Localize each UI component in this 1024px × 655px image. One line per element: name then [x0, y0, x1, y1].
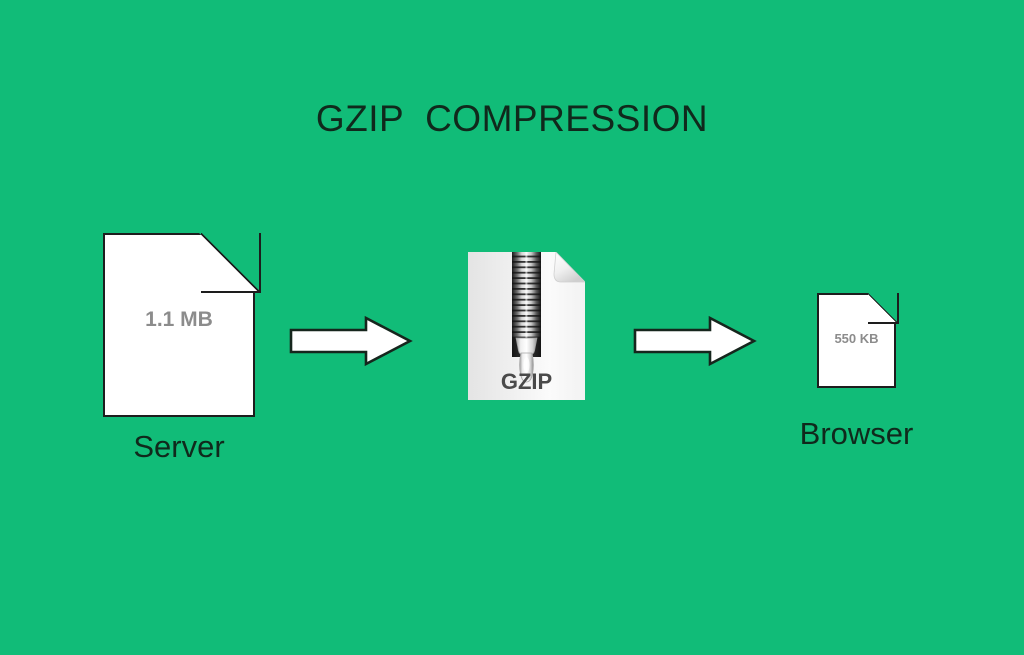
- browser-node: 550 KB Browser: [750, 292, 963, 451]
- browser-caption: Browser: [799, 416, 914, 451]
- document-icon: 550 KB: [817, 292, 899, 388]
- arrow-gzip-to-browser-icon: [632, 315, 757, 367]
- gzip-icon-label: GZIP: [501, 369, 552, 394]
- server-node: 1.1 MB Server: [73, 232, 285, 464]
- arrow-server-to-gzip-icon: [288, 315, 413, 367]
- server-caption: Server: [133, 429, 225, 464]
- zip-file-icon: GZIP: [468, 252, 585, 400]
- gzip-node: GZIP: [440, 252, 610, 400]
- server-file-size-label: 1.1 MB: [145, 308, 213, 331]
- browser-file-size-label: 550 KB: [834, 331, 879, 346]
- document-icon: 1.1 MB: [103, 232, 261, 417]
- document-fold-flap: [201, 233, 261, 293]
- page-title: GZIP COMPRESSION: [315, 98, 709, 139]
- document-fold-flap: [868, 293, 899, 324]
